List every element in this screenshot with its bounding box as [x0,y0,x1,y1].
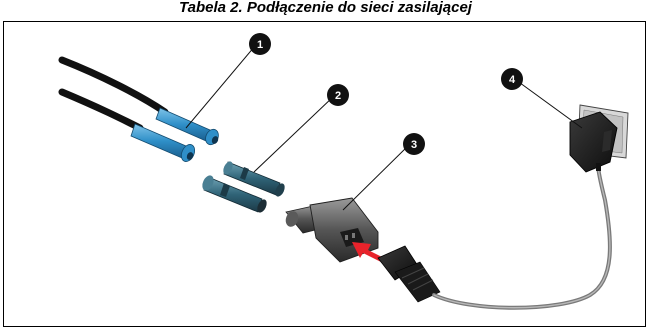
callout-2: 2 [327,84,349,106]
callout-leaders [185,45,583,211]
table-caption-text: Tabela 2. Podłączenie do sieci zasilając… [179,0,472,16]
callout-4: 4 [501,68,523,90]
adapter-plug-lower [202,175,267,213]
callout-3-label: 3 [411,139,417,151]
adapter-plug-upper [223,161,285,197]
iec-plug [377,245,441,303]
mains-plug [569,111,618,173]
callout-3: 3 [403,133,425,155]
callout-4-label: 4 [509,74,516,86]
power-cord [432,163,612,310]
callout-2-label: 2 [335,90,341,102]
callout-1: 1 [249,33,271,55]
test-lead-probe-upper [155,107,219,146]
test-leads-cables [58,56,169,132]
test-lead-probe-lower [130,123,196,162]
figure-frame [3,21,646,327]
callout-1-label: 1 [257,39,263,51]
table-caption: Tabela 2. Podłączenie do sieci zasilając… [0,0,651,20]
